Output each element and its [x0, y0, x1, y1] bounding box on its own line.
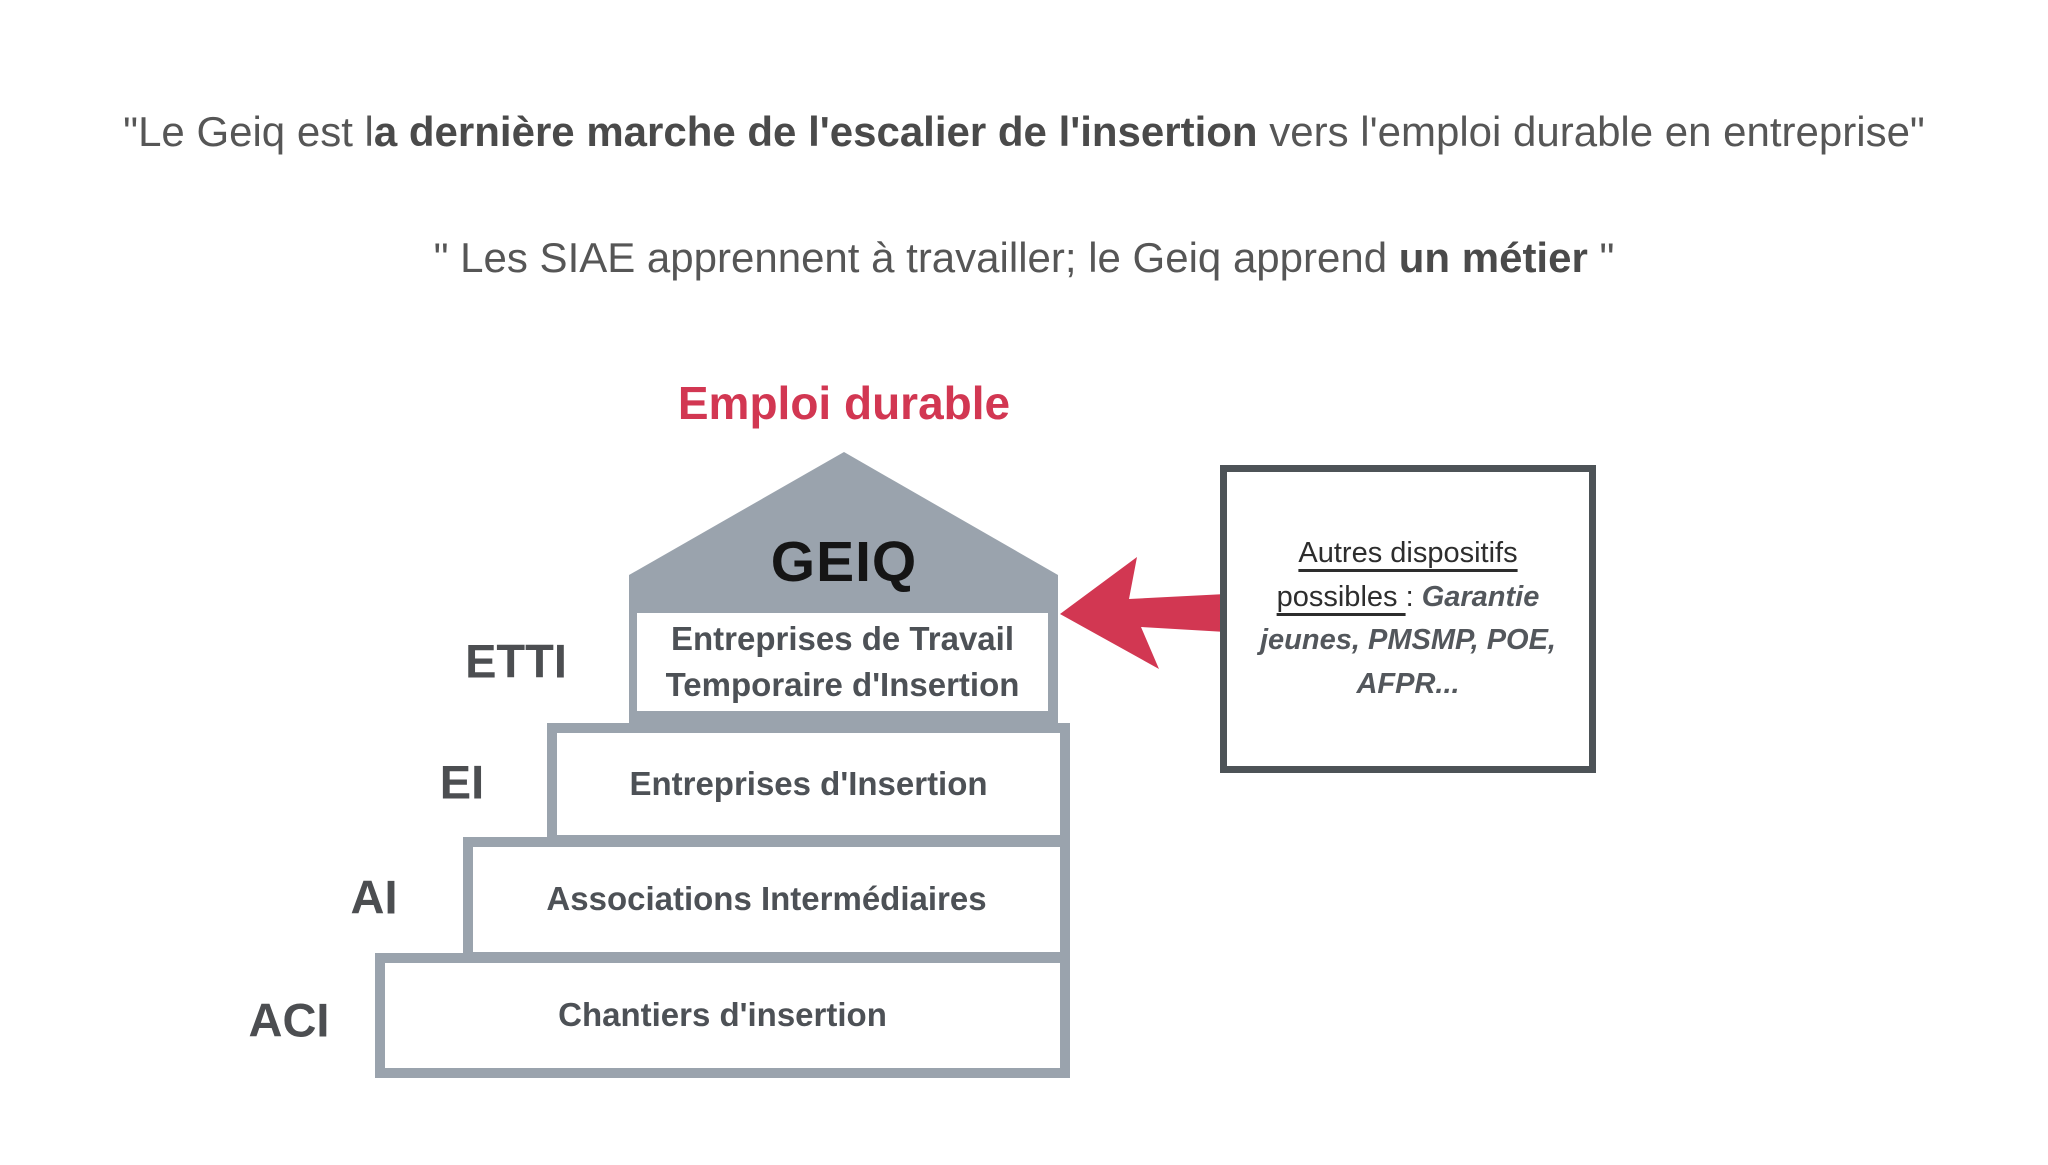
step-box-ai-label: Associations Intermédiaires [546, 880, 987, 918]
quote-siae-prefix: " Les SIAE apprennent à travailler; le G… [433, 234, 1399, 281]
abbr-label-ei: EI [439, 755, 485, 809]
callout-line-3: jeunes, PMSMP, POE, [1260, 619, 1556, 663]
step-box-ai: Associations Intermédiaires [463, 837, 1070, 962]
step-box-aci: Chantiers d'insertion [375, 953, 1070, 1078]
quote-siae-suffix: " [1587, 234, 1615, 281]
step-box-ei-label: Entreprises d'Insertion [629, 764, 988, 802]
callout-line-1: Autres dispositifs [1298, 532, 1517, 576]
callout-arrow-icon [1060, 557, 1226, 669]
step-box-aci-label: Chantiers d'insertion [558, 996, 887, 1034]
geiq-label: GEIQ [770, 530, 918, 594]
callout-line2-separator: : [1405, 580, 1422, 613]
callout-line1-underlined: Autres dispositifs [1298, 537, 1518, 569]
quote-escalier: "Le Geiq est la dernière marche de l'esc… [0, 108, 2048, 156]
emploi-durable-title: Emploi durable [677, 377, 1011, 429]
callout-box-autres-dispositifs: Autres dispositifs possibles : Garantie … [1220, 465, 1596, 773]
callout-line4-bold: AFPR... [1356, 667, 1460, 700]
callout-line-4: AFPR... [1356, 663, 1459, 707]
quote-escalier-suffix: vers l'emploi durable en entreprise" [1257, 108, 1925, 155]
abbr-label-aci: ACI [248, 993, 330, 1047]
callout-line3-bold: jeunes, PMSMP, POE, [1259, 624, 1556, 656]
step-box-etti: Entreprises de Travail Temporaire d'Inse… [637, 613, 1048, 711]
callout-line2-bold: Garantie [1421, 580, 1540, 613]
quote-escalier-prefix: "Le Geiq est l [123, 108, 374, 155]
callout-line-2: possibles : Garantie [1277, 576, 1540, 620]
step-box-ei: Entreprises d'Insertion [547, 723, 1070, 845]
step-box-etti-label: Entreprises de Travail Temporaire d'Inse… [665, 619, 1020, 703]
callout-line2-underlined: possibles [1276, 580, 1406, 613]
quote-siae-bold: un métier [1398, 234, 1588, 281]
quote-escalier-bold: a dernière marche de l'escalier de l'ins… [373, 108, 1258, 155]
abbr-label-ai: AI [350, 870, 398, 924]
quote-siae: " Les SIAE apprennent à travailler; le G… [0, 234, 2048, 282]
abbr-label-etti: ETTI [465, 634, 567, 688]
